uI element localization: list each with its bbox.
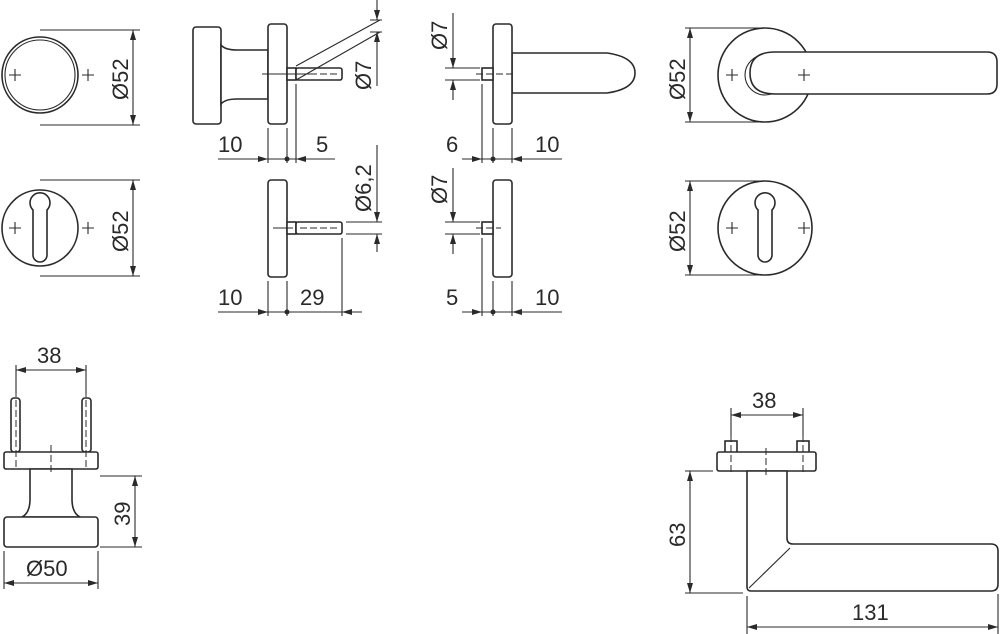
lever-front-view: Ø52 <box>665 27 998 123</box>
escutcheon-front-view: Ø52 <box>1 179 140 277</box>
rose-diameter-label: Ø52 <box>108 58 133 100</box>
escutcheon-side-view: Ø6,2 10 29 <box>218 145 382 316</box>
knob-pin-spacing-label: 38 <box>37 343 61 368</box>
escutcheon-diameter-label: Ø52 <box>108 210 133 252</box>
knob-diameter-label: Ø50 <box>26 556 68 581</box>
knob-side-view: Ø7 10 5 <box>192 0 382 163</box>
escutcheon-pin-diameter-label: Ø6,2 <box>351 164 376 212</box>
lever-top-view: 38 63 131 <box>665 388 999 634</box>
knob-projection-label: 39 <box>110 502 135 526</box>
knob-stub-length-label: 5 <box>316 132 328 157</box>
lever-escutcheon-diameter-label: Ø52 <box>665 210 690 252</box>
lever-esc-plate-thickness-label: 10 <box>535 285 559 310</box>
lever-side-view: Ø7 6 10 <box>427 13 636 163</box>
knob-rose-thickness-label: 10 <box>218 132 242 157</box>
lever-esc-stub-length-label: 5 <box>446 285 458 310</box>
lever-length-label: 131 <box>852 600 889 625</box>
lever-rose-diameter-label: Ø52 <box>665 58 690 100</box>
lever-escutcheon-side-view: Ø7 5 10 <box>427 168 562 316</box>
lever-rose-thickness-label: 10 <box>535 132 559 157</box>
lever-esc-pin-diameter-label: Ø7 <box>427 175 452 204</box>
lever-pin-spacing-label: 38 <box>752 388 776 413</box>
knob-top-view: 38 39 Ø50 <box>3 343 142 589</box>
lever-pin-diameter-label: Ø7 <box>427 21 452 50</box>
lever-stub-length-label: 6 <box>446 132 458 157</box>
lever-projection-label: 63 <box>665 523 690 547</box>
escutcheon-plate-thickness-label: 10 <box>218 285 242 310</box>
knob-pin-diameter-label: Ø7 <box>351 61 376 90</box>
rose-front-view: Ø52 <box>1 29 140 126</box>
escutcheon-pin-length-label: 29 <box>300 285 324 310</box>
lever-escutcheon-front-view: Ø52 <box>665 180 813 276</box>
